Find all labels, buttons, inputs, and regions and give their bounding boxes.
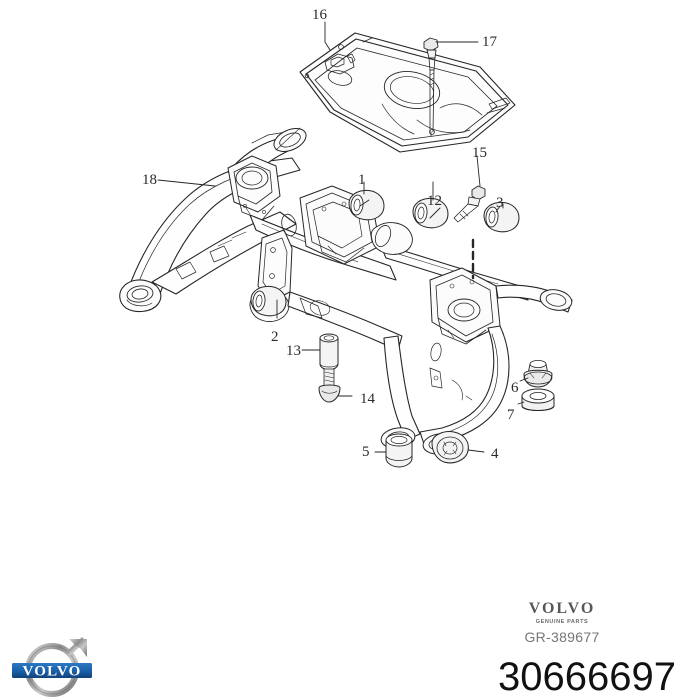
volvo-iron-mark: VOLVO [12, 636, 92, 697]
part-3-bushing [483, 201, 520, 233]
callout-1: 1 [358, 172, 366, 188]
callout-6: 6 [511, 380, 519, 396]
arrow-head-icon [69, 639, 87, 657]
part-14-bolt [318, 368, 341, 403]
part-5-bushing [385, 433, 413, 468]
part-1-bushing [348, 189, 385, 221]
part-17-bolt [423, 37, 439, 133]
part-13-spacer [319, 333, 339, 371]
volvo-logo: VOLVO [12, 636, 92, 697]
callout-13: 13 [286, 343, 301, 359]
callout-17: 17 [482, 34, 497, 50]
callout-12: 12 [427, 193, 442, 209]
callout-7: 7 [507, 407, 515, 423]
watermark-brand: VOLVO [528, 600, 596, 617]
part-12-bushing [412, 197, 449, 229]
part-7-washer [521, 388, 555, 411]
callout-15: 15 [472, 145, 487, 161]
leader-lines [157, 21, 529, 453]
subframe-body [119, 127, 573, 455]
callout-16: 16 [312, 7, 327, 23]
callout-5: 5 [362, 444, 370, 460]
part-2-bushing [250, 285, 287, 317]
volvo-genuine-parts-watermark: VOLVO GENUINE PARTS GR-389677 [507, 600, 617, 645]
callout-18: 18 [142, 172, 157, 188]
watermark-subtitle: GENUINE PARTS [535, 619, 589, 625]
part-6-nut-cap [523, 359, 553, 388]
callout-2: 2 [271, 329, 279, 345]
callout-3: 3 [496, 195, 504, 211]
volvo-wordmark-text: VOLVO [22, 664, 81, 680]
callout-14: 14 [360, 391, 375, 407]
watermark-drawing-code: GR-389677 [524, 629, 600, 645]
part-number: 30666697 [498, 655, 676, 699]
part-15-bolt [453, 185, 486, 223]
callout-4: 4 [491, 446, 499, 462]
part-16-reinforcement-plate [299, 32, 516, 153]
volvo-wordmark-bar [12, 663, 92, 678]
part-4-bushing [431, 431, 469, 464]
